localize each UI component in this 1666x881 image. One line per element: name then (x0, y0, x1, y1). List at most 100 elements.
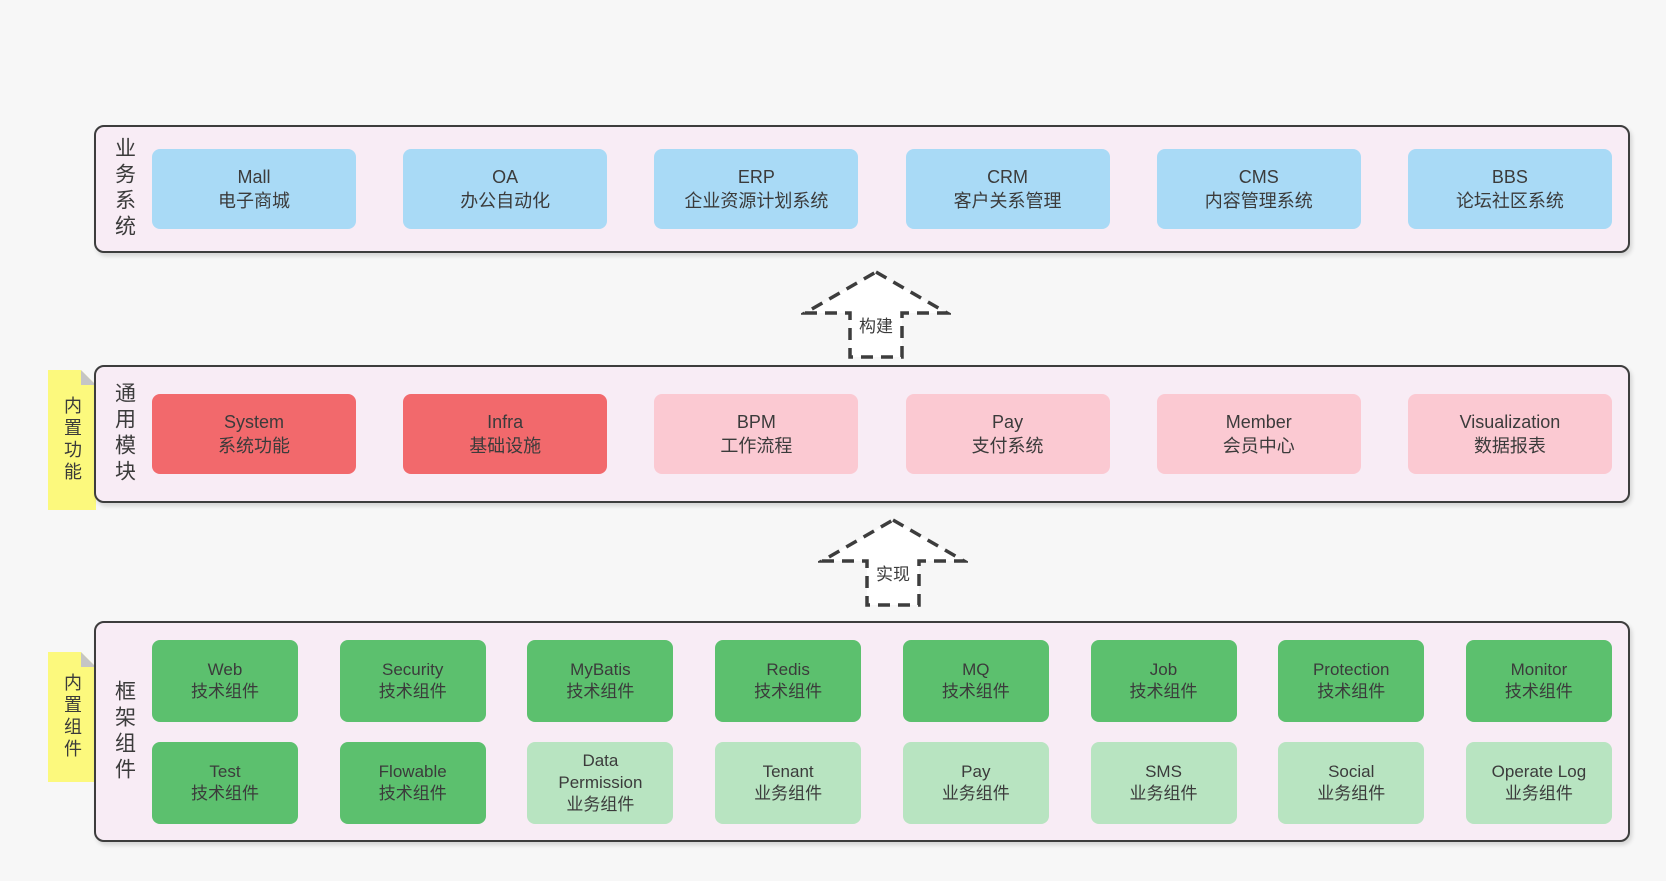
box-title: Operate Log (1491, 761, 1587, 781)
box-title: Tenant (762, 761, 814, 781)
band-label-components: 框架组件 (112, 679, 136, 784)
box-title: Flowable (378, 761, 447, 781)
box-subtitle: 系统功能 (218, 436, 290, 456)
box-subtitle: 电子商城 (218, 191, 290, 211)
box-subtitle: 内容管理系统 (1204, 191, 1313, 211)
box-title: Monitor (1510, 659, 1568, 679)
box-title: MQ (962, 659, 990, 679)
box-title: BPM (736, 412, 776, 432)
box-subtitle: 办公自动化 (460, 191, 551, 211)
sticky-note-builtin-components: 内置组件 (48, 652, 96, 782)
box-mall: Mall 电子商城 (152, 149, 356, 229)
band-label-modules: 通用模块 (112, 382, 136, 486)
box-pay: Pay 支付系统 (905, 394, 1110, 474)
box-subtitle: 会员中心 (1222, 436, 1295, 456)
box-subtitle: 技术组件 (941, 681, 1010, 701)
box-subtitle: 技术组件 (1129, 681, 1198, 701)
box-subtitle: 技术组件 (191, 783, 259, 803)
box-visualization: Visualization 数据报表 (1407, 394, 1612, 474)
box-title: Security (381, 659, 444, 679)
band-business-systems: 业务系统 Mall 电子商城 OA 办公自动化 ERP 企业资源计划系统 CRM 客户关系管理… (94, 125, 1630, 253)
box-crm: CRM 客户关系管理 (905, 149, 1110, 229)
box-bbs: BBS 论坛社区系统 (1407, 149, 1612, 229)
box-bpm: BPM 工作流程 (654, 394, 859, 474)
box-subtitle: 技术组件 (754, 681, 823, 701)
box-subtitle: 数据报表 (1473, 436, 1546, 456)
box-title: SMS (1145, 761, 1182, 781)
business-box-row: Mall 电子商城 OA 办公自动化 ERP 企业资源计划系统 CRM 客户关系管理 CMS 内容… (152, 127, 1628, 251)
box-title: Infra (487, 412, 524, 432)
box-subtitle: 业务组件 (1504, 783, 1573, 803)
box-subtitle: 客户关系管理 (953, 191, 1062, 211)
box-subtitle: 业务组件 (941, 783, 1010, 803)
arrow-implement: 实现 (818, 517, 968, 609)
band-label-column: 框架组件 (96, 623, 152, 840)
band-label-business: 业务系统 (112, 137, 136, 241)
box-subtitle: 技术组件 (378, 783, 447, 803)
box-title: Web (207, 659, 243, 679)
box-title: Pay (992, 412, 1024, 432)
box-subtitle: 业务组件 (566, 794, 635, 814)
band-label-column: 业务系统 (96, 127, 152, 251)
box-subtitle: 业务组件 (754, 783, 823, 803)
box-title: BBS (1491, 167, 1528, 187)
box-member: Member 会员中心 (1156, 394, 1361, 474)
arrow-build-label: 构建 (855, 311, 897, 338)
arrow-implement-label: 实现 (872, 559, 914, 586)
box-title: Member (1225, 412, 1292, 432)
box-subtitle: 技术组件 (1504, 681, 1573, 701)
box-title: Redis (766, 659, 810, 679)
band-label-column: 通用模块 (96, 367, 152, 501)
box-title: Mall (237, 167, 271, 187)
box-title: Visualization (1459, 412, 1561, 432)
sticky-label-builtin-components: 内置组件 (62, 673, 82, 761)
box-subtitle: 业务组件 (1317, 783, 1386, 803)
box-title: Social (1328, 761, 1375, 781)
box-subtitle: 技术组件 (566, 681, 635, 701)
box-title: CRM (987, 167, 1029, 187)
box-subtitle: 技术组件 (1317, 681, 1386, 701)
box-title: System (223, 412, 284, 432)
box-cms: CMS 内容管理系统 (1156, 149, 1361, 229)
box-subtitle: 企业资源计划系统 (684, 191, 829, 211)
box-title: MyBatis (570, 659, 631, 679)
box-subtitle: 工作流程 (720, 436, 793, 456)
box-subtitle: 技术组件 (378, 681, 447, 701)
box-oa: OA 办公自动化 (403, 149, 608, 229)
box-title: OA (492, 167, 519, 187)
box-subtitle: 技术组件 (191, 681, 259, 701)
sticky-label-builtin-features: 内置功能 (62, 396, 82, 484)
box-subtitle: 论坛社区系统 (1455, 191, 1564, 211)
box-title: Test (209, 761, 241, 781)
box-system: System 系统功能 (152, 394, 356, 474)
box-title: Pay (961, 761, 991, 781)
box-subtitle: 支付系统 (971, 436, 1044, 456)
box-title: CMS (1238, 167, 1279, 187)
box-title: ERP (737, 167, 775, 187)
box-subtitle: 业务组件 (1129, 783, 1198, 803)
sticky-note-builtin-features: 内置功能 (48, 370, 96, 510)
box-erp: ERP 企业资源计划系统 (654, 149, 859, 229)
arrow-build: 构建 (801, 269, 951, 361)
box-title: Job (1149, 659, 1178, 679)
box-title: Data Permission (558, 750, 643, 792)
